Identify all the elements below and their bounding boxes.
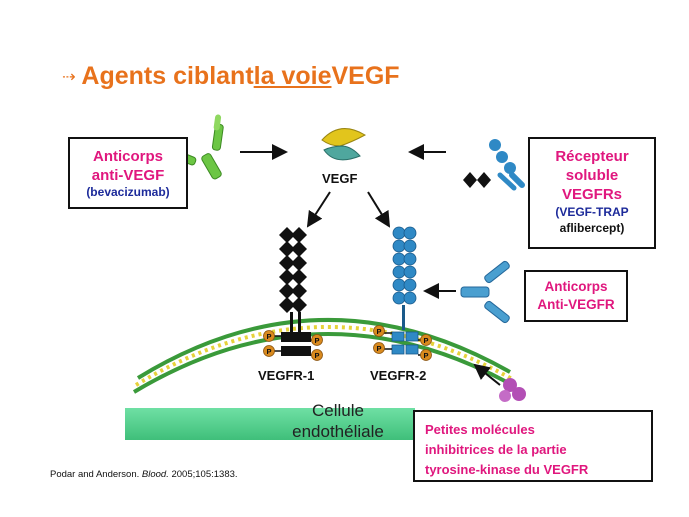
citation-journal: Blood. — [141, 469, 169, 480]
vegfr1-kinase-domain — [281, 332, 311, 356]
vegfr2-receptor — [383, 226, 426, 356]
anti-vegf-line3: (bevacizumab) — [86, 185, 170, 199]
arrow-molecule-to-kinase — [473, 363, 501, 386]
vegfr1-extracellular-domain — [279, 227, 307, 313]
cell-band — [125, 408, 415, 440]
title-arrow-icon: ⇢ — [62, 66, 76, 86]
vegfr2-label: VEGFR-2 — [370, 368, 427, 383]
cell-label: Cellule endothéliale — [278, 400, 398, 442]
vegfr1-receptor — [272, 227, 317, 356]
anti-vegf-line1: Anticorps — [92, 148, 163, 165]
phospho-label: P — [423, 336, 428, 345]
anti-vegf-line2: anti-VEGF — [91, 167, 165, 184]
arrows — [240, 144, 501, 386]
small-molecules-line2: inhibitrices de la partie — [425, 442, 567, 457]
phospho-label: P — [376, 327, 381, 336]
phospho-label: P — [266, 332, 271, 341]
anti-vegfr-line1: Anticorps — [544, 279, 608, 294]
anti-vegfr-box: Anticorps Anti-VEGFR — [524, 270, 628, 322]
small-molecules-line1: Petites molécules — [425, 422, 535, 437]
small-molecules-box: Petites molécules inhibitrices de la par… — [413, 410, 653, 482]
vegfr2-extracellular-domain — [392, 226, 417, 305]
soluble-receptor-box: Récepteur soluble VEGFRs (VEGF-TRAP afli… — [528, 137, 656, 249]
phospho-label: P — [266, 347, 271, 356]
citation-ref: 2005;105:1383. — [168, 469, 238, 480]
phospho-label: P — [376, 344, 381, 353]
phospho-groups — [263, 325, 432, 361]
cell-label-line2: endothéliale — [292, 422, 384, 441]
vegfr1-label: VEGFR-1 — [258, 368, 315, 383]
arrow-vegf-to-vegfr1 — [306, 191, 331, 228]
arrow-vegf-to-vegfr2 — [367, 191, 391, 228]
cell-membrane — [132, 317, 515, 394]
anti-vegfr-line2: Anti-VEGFR — [537, 297, 615, 312]
phospho-label: P — [314, 336, 319, 345]
phospho-label: P — [314, 351, 319, 360]
soluble-line5: aflibercept) — [559, 221, 625, 235]
small-molecule-icon — [499, 378, 526, 402]
citation-authors: Podar and Anderson. — [50, 469, 142, 480]
vegf-ligand-icon — [321, 128, 367, 161]
title-part1: Agents ciblant — [81, 61, 254, 90]
soluble-receptor-icon — [463, 139, 525, 191]
soluble-line3: VEGFRs — [561, 186, 622, 203]
page-title: ⇢ Agents ciblant la voie VEGF — [62, 56, 400, 96]
small-molecules-line3: tyrosine-kinase du VEGFR — [425, 462, 589, 477]
vegfr2-kinase-domain — [391, 331, 419, 355]
soluble-line4: (VEGF-TRAP — [555, 205, 629, 219]
phospho-label: P — [423, 351, 428, 360]
anti-vegf-box: Anticorps anti-VEGF (bevacizumab) — [68, 137, 188, 209]
title-part3: VEGF — [331, 61, 400, 90]
citation: Podar and Anderson. Blood. 2005;105:1383… — [50, 469, 238, 480]
blue-antibody-icon — [460, 260, 510, 324]
cell-label-line1: Cellule — [312, 401, 364, 420]
soluble-line1: Récepteur — [555, 148, 629, 165]
vegf-label: VEGF — [322, 171, 358, 186]
soluble-line2: soluble — [565, 167, 619, 184]
title-part2: la voie — [253, 61, 332, 90]
